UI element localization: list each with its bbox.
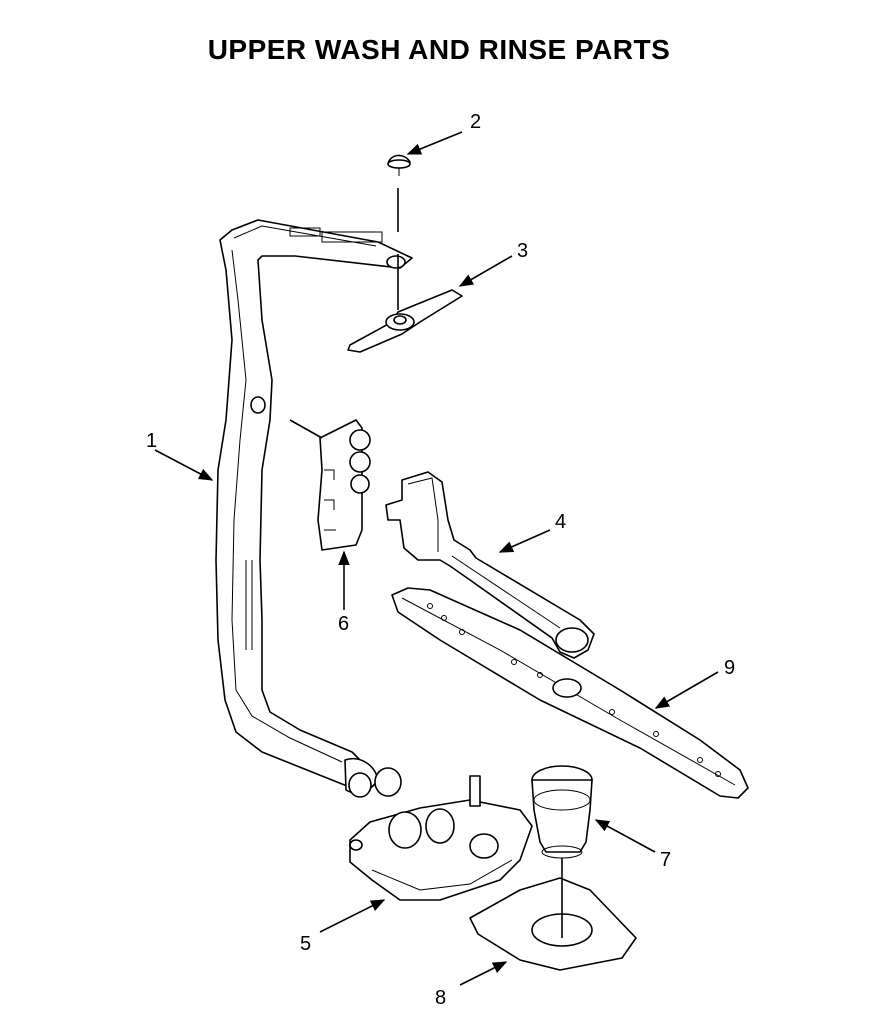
part-2-cap[interactable] (387, 154, 411, 176)
part-6-bracket[interactable] (317, 419, 371, 551)
part-9-lower-spray-arm[interactable] (391, 587, 749, 799)
callout-3: 3 (517, 240, 528, 262)
callout-8: 8 (435, 987, 446, 1009)
part-8-filter-plate[interactable] (469, 877, 637, 971)
leader-lines (154, 131, 719, 986)
page-title: UPPER WASH AND RINSE PARTS (207, 34, 671, 65)
callout-1: 1 (146, 430, 157, 452)
callout-9: 9 (724, 657, 735, 679)
callout-7: 7 (660, 849, 671, 871)
callout-2: 2 (470, 111, 481, 133)
callout-4: 4 (555, 511, 566, 533)
part-7-filter[interactable] (531, 765, 593, 859)
callout-6: 6 (338, 613, 349, 635)
part-5-sump-housing[interactable] (349, 775, 533, 901)
part-1-supply-tube[interactable] (215, 219, 413, 798)
part-4-wash-tube[interactable] (385, 471, 595, 659)
part-3-upper-spray-arm[interactable] (347, 289, 463, 353)
callout-5: 5 (300, 933, 311, 955)
